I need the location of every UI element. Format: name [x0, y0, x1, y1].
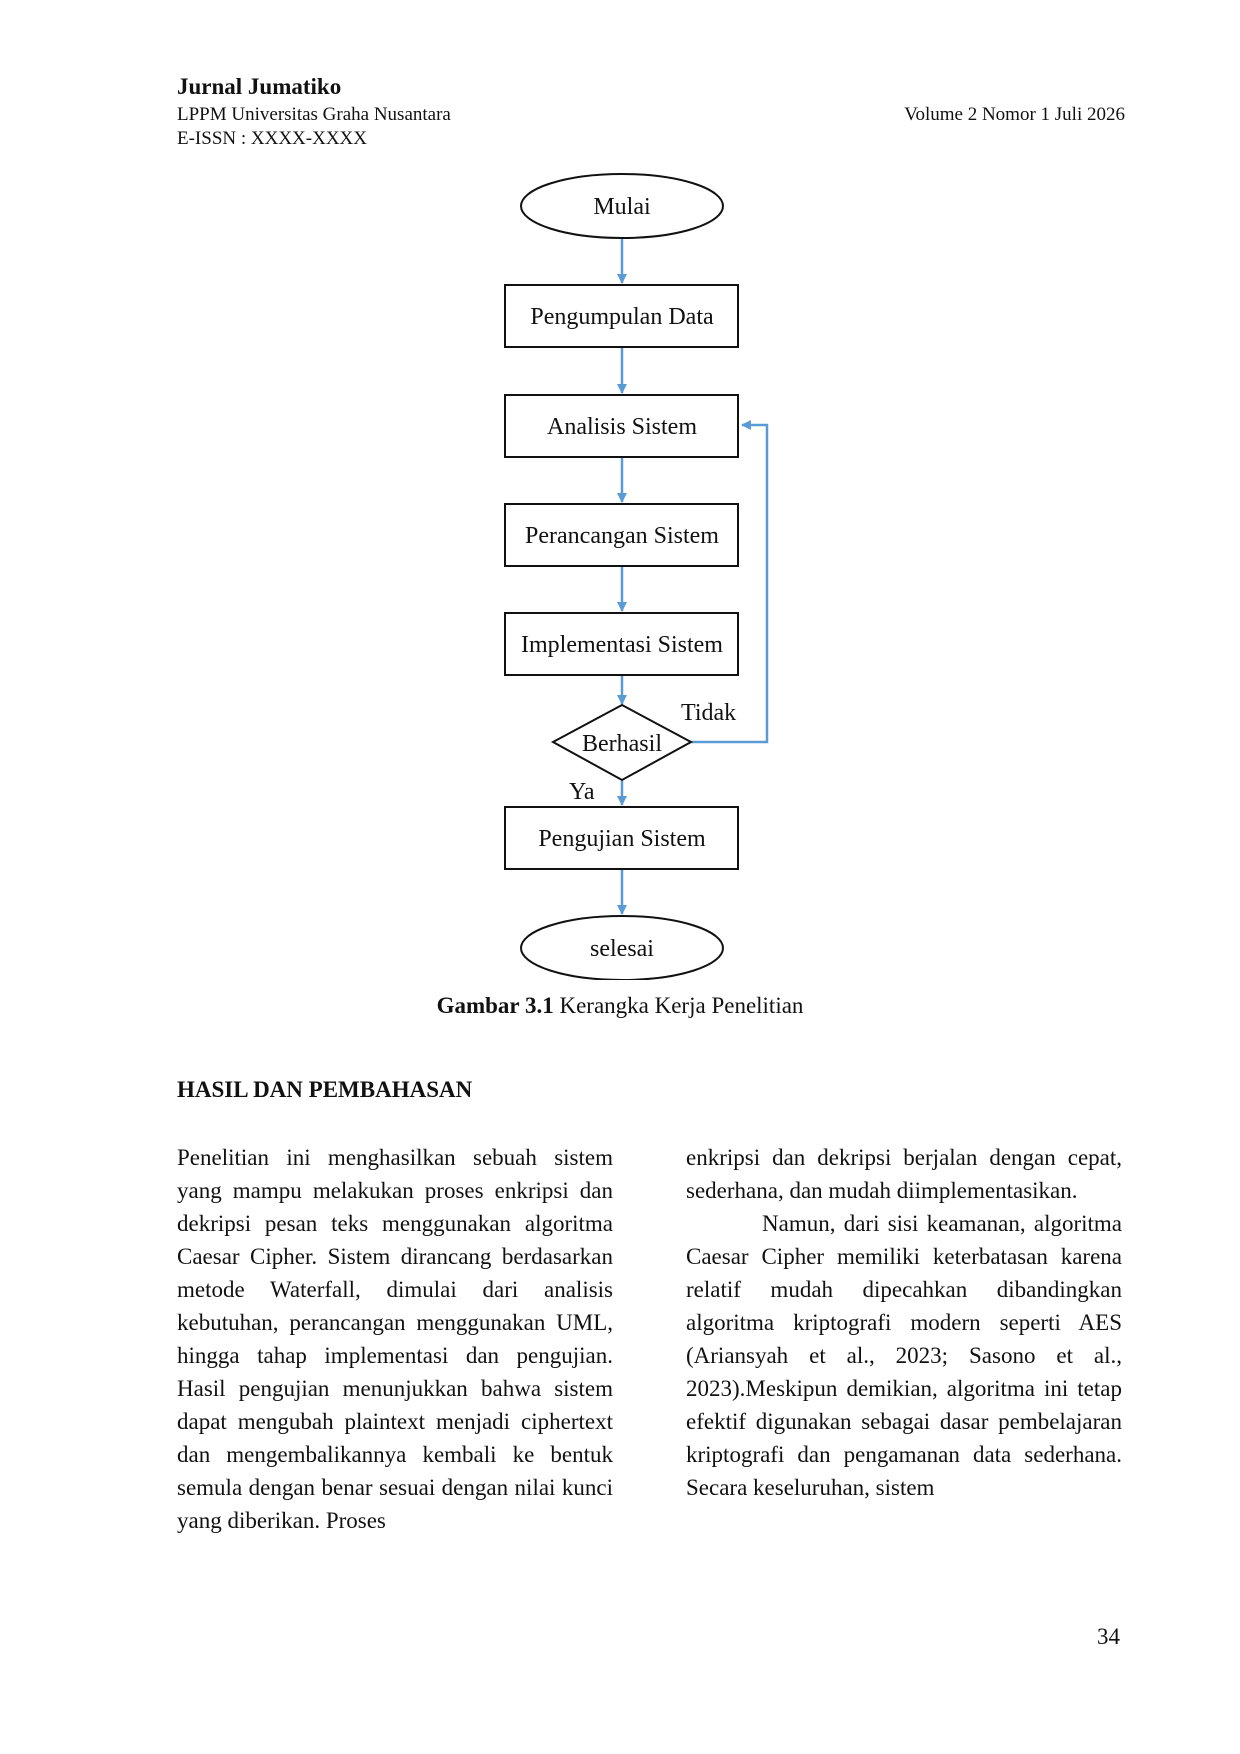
step-label-implementation: Implementasi Sistem [521, 632, 723, 658]
step-box-system-design [504, 503, 739, 567]
issn: E-ISSN : XXXX-XXXX [177, 128, 367, 149]
step-box-testing [504, 806, 739, 870]
volume-info: Volume 2 Nomor 1 Juli 2026 [904, 104, 1125, 125]
decision-label: Berhasil [582, 731, 662, 757]
step-label-testing: Pengujian Sistem [538, 826, 706, 852]
end-terminal [520, 915, 724, 980]
step-label-data-collection: Pengumpulan Data [530, 304, 714, 330]
figure-caption-text: Kerangka Kerja Penelitian [559, 993, 804, 1018]
start-terminal [520, 173, 724, 239]
decision-yes-label: Ya [569, 779, 595, 805]
figure-caption: Gambar 3.1 Kerangka Kerja Penelitian [0, 993, 1240, 1019]
decision-diamond [550, 703, 694, 782]
decision-no-label: Tidak [681, 700, 736, 726]
left-paragraph: Penelitian ini menghasilkan sebuah siste… [177, 1145, 613, 1533]
figure-caption-label: Gambar 3.1 [436, 993, 554, 1018]
step-label-system-design: Perancangan Sistem [525, 523, 719, 549]
journal-title: Jurnal Jumatiko [177, 74, 342, 99]
left-column: Penelitian ini menghasilkan sebuah siste… [177, 1141, 613, 1537]
step-box-system-analysis [504, 394, 739, 458]
end-label: selesai [590, 936, 654, 962]
page-number: 34 [1097, 1624, 1120, 1649]
right-column: enkripsi dan dekripsi berjalan dengan ce… [686, 1141, 1122, 1504]
section-heading: HASIL DAN PEMBAHASAN [177, 1077, 473, 1102]
step-box-data-collection [504, 284, 739, 348]
flowchart: Mulai Pengumpulan Data Analisis Sistem P… [504, 173, 769, 980]
right-paragraph-2: Namun, dari sisi keamanan, algoritma Cae… [686, 1211, 1122, 1500]
flow-connectors [617, 238, 769, 915]
arrow-decision-loop-back [690, 420, 769, 744]
publisher: LPPM Universitas Graha Nusantara [177, 104, 451, 125]
step-label-system-analysis: Analisis Sistem [547, 414, 697, 440]
right-paragraph-1: enkripsi dan dekripsi berjalan dengan ce… [686, 1145, 1122, 1203]
step-box-implementation [504, 612, 739, 676]
start-label: Mulai [593, 194, 651, 220]
